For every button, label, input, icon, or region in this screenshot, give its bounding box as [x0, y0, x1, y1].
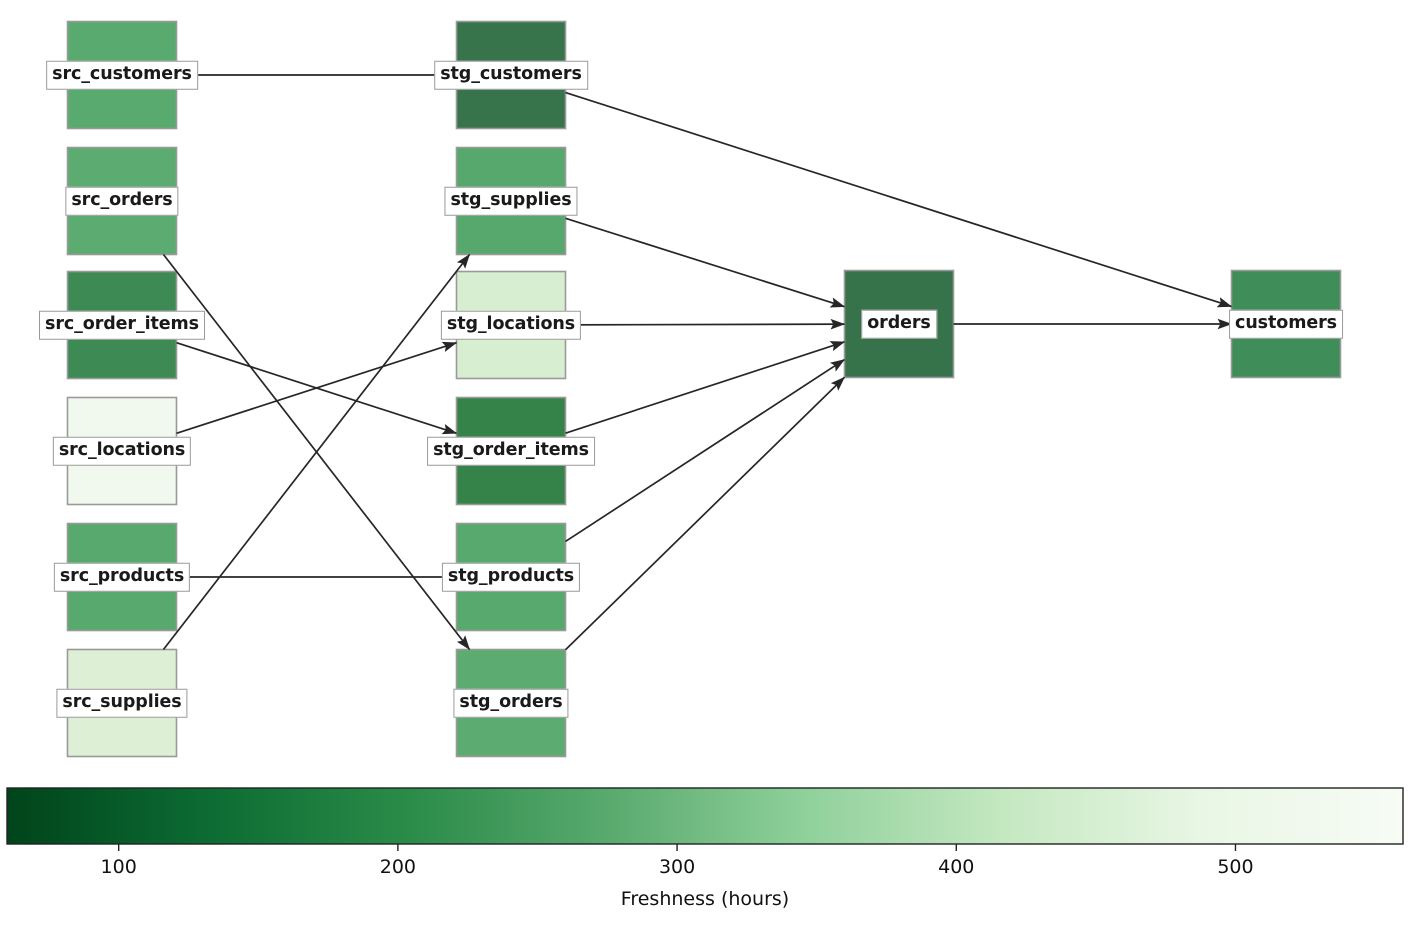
colorbar-tick-label: 200 [379, 856, 417, 878]
node-label-src_supplies[interactable]: src_supplies [56, 688, 188, 718]
node-label-stg_order_items[interactable]: stg_order_items [427, 436, 595, 466]
node-label-stg_products[interactable]: stg_products [441, 562, 581, 592]
edge-stg_products-to-orders [565, 358, 846, 543]
node-label-stg_supplies[interactable]: stg_supplies [444, 186, 578, 216]
colorbar-ticks [117, 844, 1237, 851]
edge-stg_customers-to-customers [565, 91, 1233, 308]
node-label-src_order_items[interactable]: src_order_items [39, 310, 205, 340]
edge-stg_order_items-to-orders [565, 341, 846, 434]
colorbar-gradient [6, 787, 1404, 845]
node-label-stg_customers[interactable]: stg_customers [434, 60, 588, 90]
edge-stg_locations-to-orders [565, 318, 846, 330]
node-label-src_locations[interactable]: src_locations [52, 436, 192, 466]
edge-src_locations-to-stg_locations [176, 341, 458, 435]
edge-path-group [162, 69, 1233, 651]
edge-src_supplies-to-stg_supplies [162, 253, 471, 651]
colorbar-tick-label: 500 [1217, 856, 1254, 878]
node-label-src_products[interactable]: src_products [53, 562, 191, 592]
colorbar-tick-label: 100 [100, 856, 137, 878]
colorbar-axis-title: Freshness (hours) [620, 888, 790, 910]
node-label-stg_orders[interactable]: stg_orders [453, 688, 569, 718]
node-label-src_customers[interactable]: src_customers [46, 60, 198, 90]
node-label-src_orders[interactable]: src_orders [65, 186, 179, 216]
edge-stg_supplies-to-orders [565, 217, 846, 308]
colorbar-tick-label: 300 [658, 856, 696, 878]
node-label-stg_locations[interactable]: stg_locations [440, 310, 582, 340]
colorbar-tick-label: 400 [938, 856, 975, 878]
edge-stg_orders-to-orders [564, 376, 846, 651]
node-label-customers[interactable]: customers [1229, 309, 1343, 339]
node-label-orders[interactable]: orders [861, 309, 937, 339]
